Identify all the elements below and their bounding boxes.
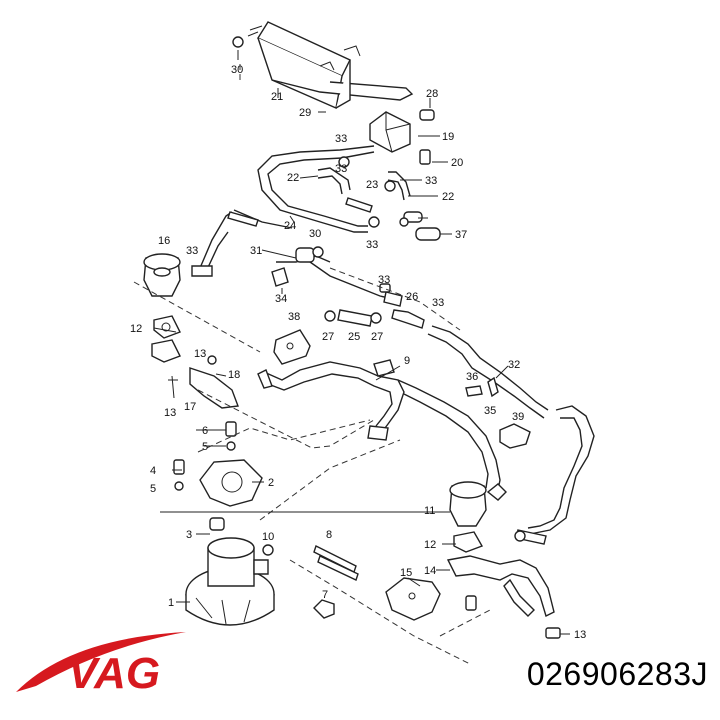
callout: 11 [424, 505, 435, 517]
callout: 36 [466, 371, 478, 383]
callout: 38 [288, 311, 300, 323]
callout: 4 [150, 465, 156, 477]
callout: 37 [455, 229, 467, 241]
callout: 35 [484, 405, 496, 417]
callout: 24 [284, 220, 296, 232]
callout: 5 [202, 441, 208, 453]
callout: 23 [366, 179, 378, 191]
callout: 33 [432, 297, 444, 309]
callout: 13 [164, 407, 176, 419]
callout: 30 [309, 228, 321, 240]
callout: 25 [348, 331, 360, 343]
callout: 8 [326, 529, 332, 541]
callout: 16 [158, 235, 170, 247]
callout: 28 [426, 88, 438, 100]
callout: 12 [424, 539, 436, 551]
callout: 33 [378, 274, 390, 286]
air-pump-valve-lower [385, 481, 561, 639]
callout: 33 [366, 239, 378, 251]
callout: 19 [442, 131, 454, 143]
reference-lines [133, 64, 491, 665]
callout: 13 [194, 348, 206, 360]
callout: 1 [168, 597, 174, 609]
callout: 2 [268, 477, 274, 489]
callout: 30 [231, 64, 243, 76]
callout: 27 [322, 331, 334, 343]
callout: 5 [150, 483, 156, 495]
center-hose-connectors [271, 246, 425, 329]
callout-leaders [153, 50, 570, 635]
callout: 22 [442, 191, 454, 203]
air-pump-valve-upper [143, 253, 239, 409]
callout-labels: 30 21 29 28 19 33 20 22 33 23 22 33 24 3… [130, 64, 586, 641]
callout: 33 [335, 163, 347, 175]
vacuum-hose-left [199, 209, 293, 277]
callout: 3 [186, 529, 192, 541]
callout: 14 [424, 565, 436, 577]
callout: 32 [508, 359, 520, 371]
vacuum-hoses-upper [257, 145, 441, 241]
secondary-air-pump [173, 421, 275, 626]
callout: 34 [275, 293, 287, 305]
right-hose-assembly [427, 325, 595, 545]
logo-swoosh [16, 632, 186, 692]
callout: 6 [202, 425, 208, 437]
callout: 26 [406, 291, 418, 303]
callout: 20 [451, 157, 463, 169]
callout: 10 [262, 531, 274, 543]
pressure-converter [369, 109, 435, 165]
callout: 29 [299, 107, 311, 119]
logo-wordmark: VAG [68, 649, 160, 698]
callout: 21 [271, 91, 283, 103]
callout: 39 [512, 411, 524, 423]
callout: 33 [425, 175, 437, 187]
callout: 31 [250, 245, 262, 257]
callout: 13 [574, 629, 586, 641]
part-number: 026906283J [526, 656, 708, 692]
bracket-38 [273, 329, 311, 365]
callout: 27 [371, 331, 383, 343]
callout: 7 [322, 589, 328, 601]
callout: 15 [400, 567, 412, 579]
hose-clamps [313, 545, 359, 619]
callout: 33 [186, 245, 198, 257]
callout: 33 [335, 133, 347, 145]
resonator-bracket [232, 21, 414, 109]
callout: 17 [184, 401, 196, 413]
callout: 22 [287, 172, 299, 184]
callout: 18 [228, 369, 240, 381]
vag-logo: VAG [16, 632, 186, 698]
callout: 12 [130, 323, 142, 335]
callout: 9 [404, 355, 410, 367]
